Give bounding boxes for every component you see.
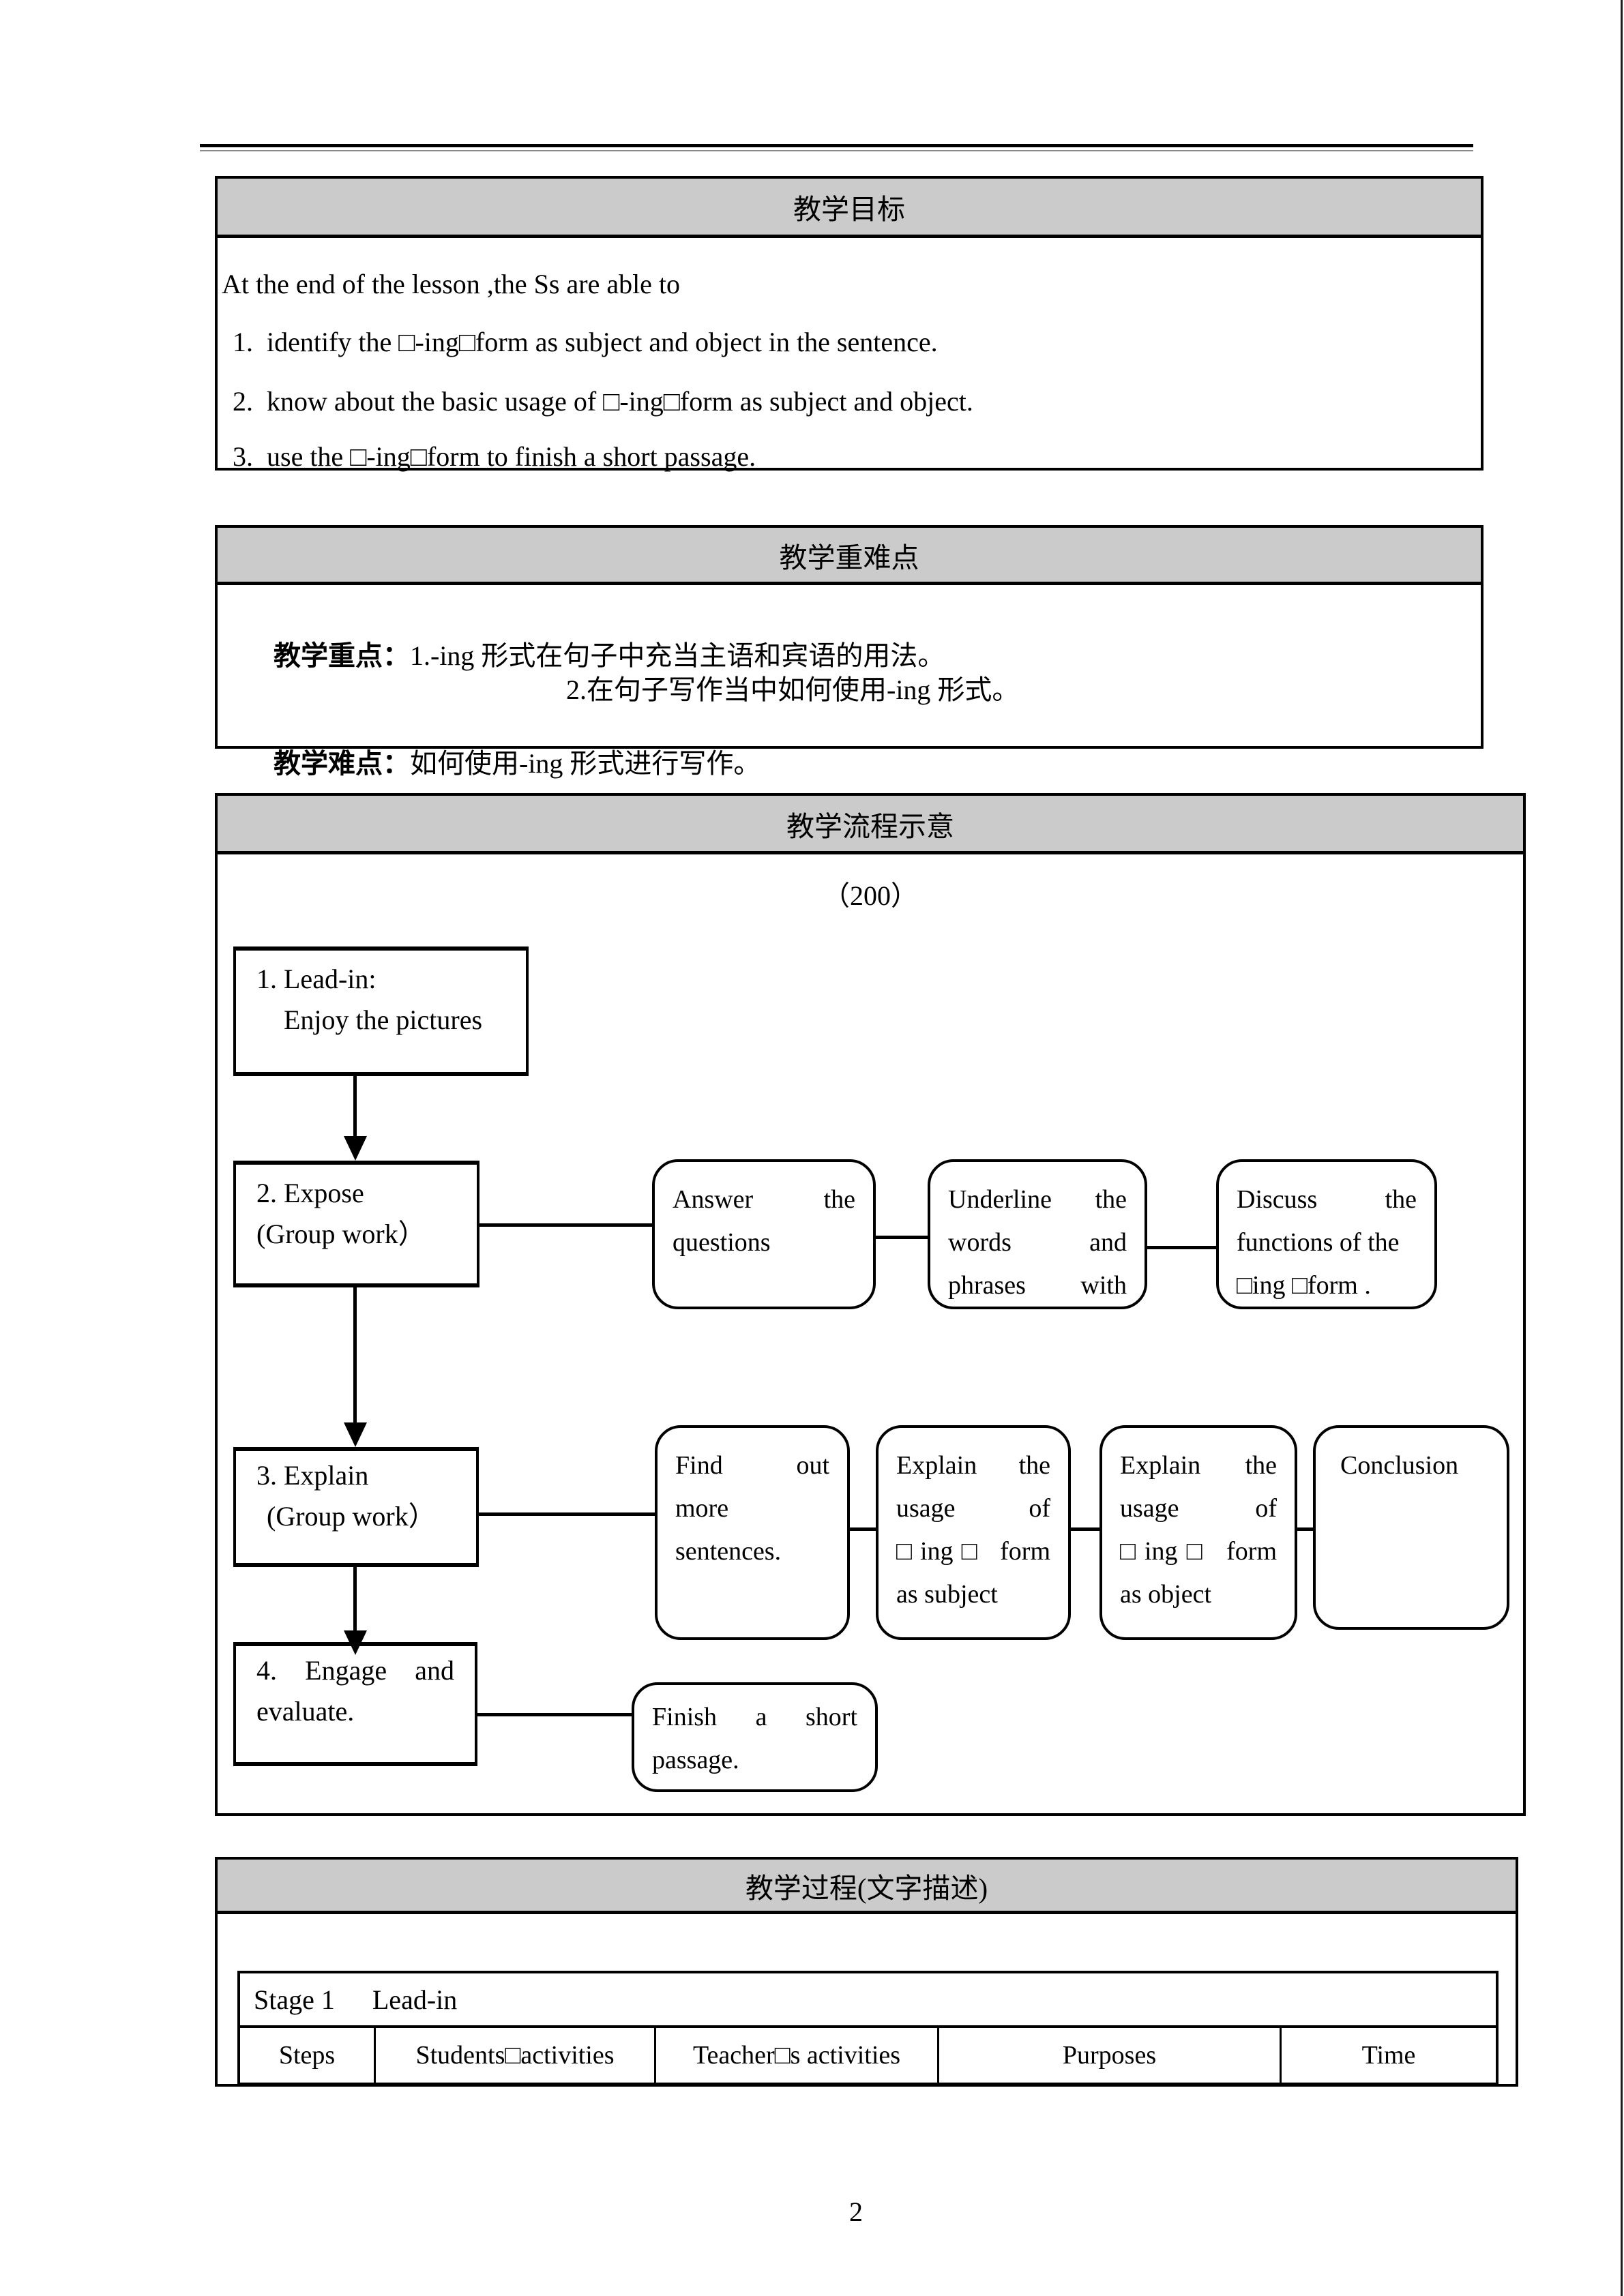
objective-item-text: use the □-ing□form to finish a short pas… xyxy=(267,441,756,472)
flow-answer-line: Answer the xyxy=(673,1185,855,1214)
arrow-step3-step4 xyxy=(353,1567,357,1632)
flow-discuss-line: functions of the xyxy=(1237,1228,1400,1257)
objective-item-num: 1. xyxy=(233,327,253,357)
flow-step1-box: 1. Lead-in: Enjoy the pictures xyxy=(233,946,529,1076)
stage-name: Lead-in xyxy=(372,1984,458,2015)
connector-step4-finish xyxy=(477,1713,632,1716)
flow-step2-box: 2. Expose (Group work） xyxy=(233,1161,479,1287)
section-objectives: 教学目标 At the end of the lesson ,the Ss ar… xyxy=(215,176,1483,472)
section-flow-header: 教学流程示意 xyxy=(218,796,1523,854)
arrow-step3-step4-head xyxy=(344,1630,367,1655)
stage-header-row: Steps Students□activities Teacher□s acti… xyxy=(240,2028,1496,2083)
flow-object-line: as object xyxy=(1120,1580,1212,1609)
arrow-step1-step2 xyxy=(353,1076,357,1137)
flow-object-line: Explain the xyxy=(1120,1451,1277,1480)
section-key-points: 教学重难点 教学重点：1.-ing 形式在句子中充当主语和宾语的用法。 2.在句… xyxy=(215,525,1483,779)
focus-item2: 2.在句子写作当中如何使用-ing 形式。 xyxy=(566,674,1020,705)
column-header-time: Time xyxy=(1280,2028,1496,2083)
difficulty-label: 教学难点： xyxy=(274,748,410,779)
flow-step2-line: 2. Expose xyxy=(256,1178,364,1208)
objective-item-num: 3. xyxy=(233,441,253,472)
section-flow: 教学流程示意 （200） 1. Lead-in: Enjoy the pictu… xyxy=(215,793,1526,1816)
stage-row: Stage 1 Lead-in xyxy=(240,1973,1496,2028)
header-rule-shadow xyxy=(200,150,1473,151)
connector-underline-discuss xyxy=(1147,1246,1216,1249)
flow-subject-line: Explain the xyxy=(896,1451,1050,1480)
section-objectives-header: 教学目标 xyxy=(218,179,1481,238)
connector-step3-find xyxy=(479,1512,655,1516)
objective-item-text: know about the basic usage of □-ing□form… xyxy=(267,386,973,417)
flow-subject-line: □ing□ form xyxy=(896,1537,1050,1566)
flow-subject-line: usage of xyxy=(896,1494,1050,1523)
flow-count: （200） xyxy=(823,880,918,911)
flow-step1-line: Enjoy the pictures xyxy=(284,1004,483,1035)
flow-subject-line: as subject xyxy=(896,1580,998,1609)
flow-step3-line: 3. Explain xyxy=(256,1460,369,1491)
flow-object-box: Explain the usage of □ing□ form as objec… xyxy=(1099,1425,1297,1640)
flow-underline-line: phrases with xyxy=(948,1271,1127,1300)
flow-step4-line: 4. Engage and xyxy=(256,1655,454,1686)
column-header-students-activities: Students□activities xyxy=(374,2028,654,2083)
flow-step3-line: (Group work） xyxy=(267,1501,436,1532)
key-points-difficulty-line: 教学难点：如何使用-ing 形式进行写作。 xyxy=(233,717,761,811)
flow-finish-line: Finish a short xyxy=(652,1703,857,1731)
flow-find-line: Find out xyxy=(675,1451,829,1480)
stage-table: Stage 1 Lead-in Steps Students□activitie… xyxy=(237,1971,1498,2085)
connector-answer-underline xyxy=(876,1236,928,1239)
column-header-teachers-activities: Teacher□s activities xyxy=(654,2028,937,2083)
arrow-step1-step2-head xyxy=(344,1136,367,1161)
difficulty-text: 如何使用-ing 形式进行写作。 xyxy=(410,748,761,779)
flow-subject-box: Explain the usage of □ing□ form as subje… xyxy=(876,1425,1071,1640)
key-points-focus-line: 教学重点：1.-ing 形式在句子中充当主语和宾语的用法。 xyxy=(233,609,945,703)
flow-step1-line: 1. Lead-in: xyxy=(256,964,377,994)
flow-find-line: sentences. xyxy=(675,1537,782,1566)
flow-conclusion-box: Conclusion xyxy=(1313,1425,1509,1630)
header-rule xyxy=(200,144,1473,147)
flow-step4-line: evaluate. xyxy=(256,1696,355,1727)
objective-item-num: 2. xyxy=(233,386,253,417)
flow-discuss-box: Discuss the functions of the □ing □form … xyxy=(1216,1159,1437,1309)
arrow-step2-step3-head xyxy=(344,1422,367,1447)
section-objectives-title: 教学目标 xyxy=(793,194,905,225)
objective-item-text: identify the □-ing□form as subject and o… xyxy=(267,327,938,357)
arrow-step2-step3 xyxy=(353,1287,357,1424)
flow-finish-box: Finish a short passage. xyxy=(632,1682,878,1792)
connector-find-subject xyxy=(850,1527,876,1531)
section-process-title: 教学过程(文字描述) xyxy=(745,1872,988,1904)
connector-subject-object xyxy=(1071,1527,1099,1531)
flow-answer-line: questions xyxy=(673,1228,771,1257)
connector-step2-answer xyxy=(479,1223,652,1227)
flow-discuss-line: Discuss the xyxy=(1237,1185,1417,1214)
focus-label: 教学重点： xyxy=(274,640,410,671)
column-header-steps: Steps xyxy=(278,2041,336,2070)
page-number: 2 xyxy=(849,2196,863,2227)
flow-step4-box: 4. Engage and evaluate. xyxy=(233,1642,477,1766)
section-key-points-title: 教学重难点 xyxy=(779,541,919,573)
flow-conclusion-line: Conclusion xyxy=(1340,1451,1459,1480)
page-edge-line xyxy=(1621,0,1623,2296)
flow-discuss-line: □ing □form . xyxy=(1237,1271,1371,1300)
flow-object-line: usage of xyxy=(1120,1494,1277,1523)
section-flow-title: 教学流程示意 xyxy=(786,810,954,842)
flow-find-line: more xyxy=(675,1494,729,1523)
flow-step2-line: (Group work） xyxy=(256,1219,426,1249)
flow-object-line: □ing□ form xyxy=(1120,1537,1277,1566)
flow-finish-line: passage. xyxy=(652,1746,739,1774)
stage-label: Stage 1 xyxy=(254,1984,335,2015)
flow-underline-line: Underline the xyxy=(948,1185,1127,1214)
flow-underline-line: words and xyxy=(948,1228,1127,1257)
connector-object-conclusion xyxy=(1297,1527,1313,1531)
flow-answer-box: Answer the questions xyxy=(652,1159,876,1309)
flow-find-box: Find out more sentences. xyxy=(655,1425,850,1640)
focus-item1: 1.-ing 形式在句子中充当主语和宾语的用法。 xyxy=(410,640,945,671)
section-key-points-header: 教学重难点 xyxy=(218,528,1481,585)
section-process: 教学过程(文字描述) Stage 1 Lead-in Steps Student… xyxy=(215,1857,1518,2087)
flow-underline-box: Underline the words and phrases with xyxy=(928,1159,1147,1309)
section-process-header: 教学过程(文字描述) xyxy=(218,1860,1516,1914)
objectives-intro: At the end of the lesson ,the Ss are abl… xyxy=(222,269,681,299)
flow-step3-box: 3. Explain (Group work） xyxy=(233,1447,479,1567)
column-header-purposes: Purposes xyxy=(937,2028,1280,2083)
